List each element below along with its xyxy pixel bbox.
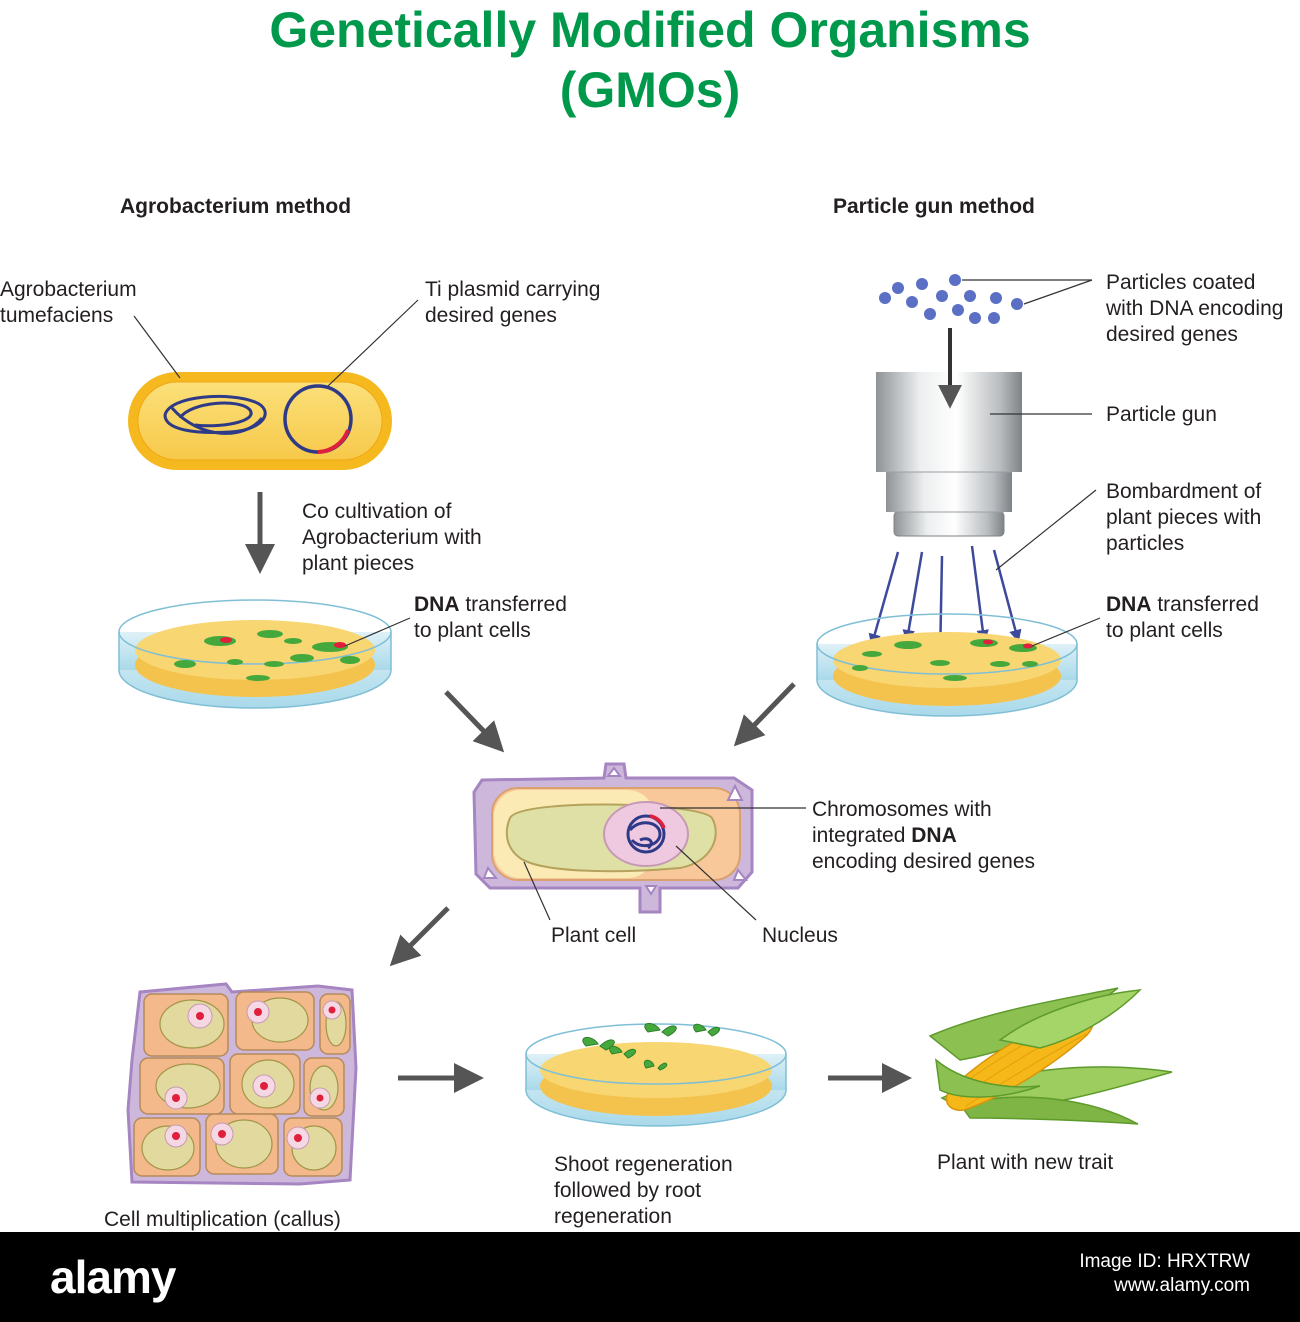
chromosomes-label: Chromosomes with integrated DNA encoding… [812,798,1036,873]
dna-coated-particles [879,274,1023,324]
agrobacterium-method-heading: Agrobacterium method [120,195,352,218]
leader-line [327,299,419,387]
particles-label: Particles coated with DNA encoding desir… [1106,271,1284,346]
particle-gun-label: Particle gun [1106,403,1217,426]
right-petri-dish [816,613,1078,717]
cocultivation-label: Co cultivation of Agrobacterium with pla… [302,500,482,575]
agro-dna-transferred-label: DNA transferred to plant cells [414,593,567,642]
leader-line [523,861,551,921]
nucleus [603,801,689,867]
title-line-1: Genetically Modified Organisms [269,2,1031,58]
shoot-regeneration-label: Shoot regeneration followed by root rege… [554,1153,733,1228]
image-reference: Image ID: HRXTRW www.alamy.com [1079,1251,1250,1296]
leader-line [675,845,757,921]
plant-new-trait-label: Plant with new trait [937,1151,1114,1174]
diagram-graphics [118,274,1173,1186]
corn-icon [928,987,1173,1125]
callus-label: Cell multiplication (callus) [104,1208,341,1231]
agrobacterium-cell [128,372,392,470]
page-title: Genetically Modified Organisms (GMOs) [0,0,1300,120]
shoot-regeneration-dish [525,1023,787,1127]
plant-cell [472,762,754,914]
plant-cell-label: Plant cell [551,924,637,947]
ti-plasmid-label: Ti plasmid carrying desired genes [425,278,601,327]
callus-cells [126,982,358,1186]
particle-gun-method-heading: Particle gun method [833,195,1035,218]
nucleus-label: Nucleus [762,924,838,947]
arrow-diagonal-icon [733,682,796,747]
bacterial-chromosome [163,394,267,435]
leader-line [344,617,411,647]
watermark-footer: alamy Image ID: HRXTRW www.alamy.com [0,1232,1300,1322]
arrow-diagonal-icon [444,690,505,753]
ti-plasmid [283,384,353,454]
leader-line [1023,279,1093,305]
left-petri-dish [118,599,392,709]
leader-line [995,489,1097,571]
gun-dna-transferred-label: DNA transferred to plant cells [1106,593,1259,642]
leader-line [1031,617,1101,647]
brand-logo: alamy [50,1251,176,1303]
title-line-2: (GMOs) [559,62,741,118]
agrobacterium-label: Agrobacterium tumefaciens [0,278,137,327]
leader-line [133,315,181,379]
bombardment-label: Bombardment of plant pieces with particl… [1106,480,1262,555]
arrow-diagonal-icon [389,906,450,967]
